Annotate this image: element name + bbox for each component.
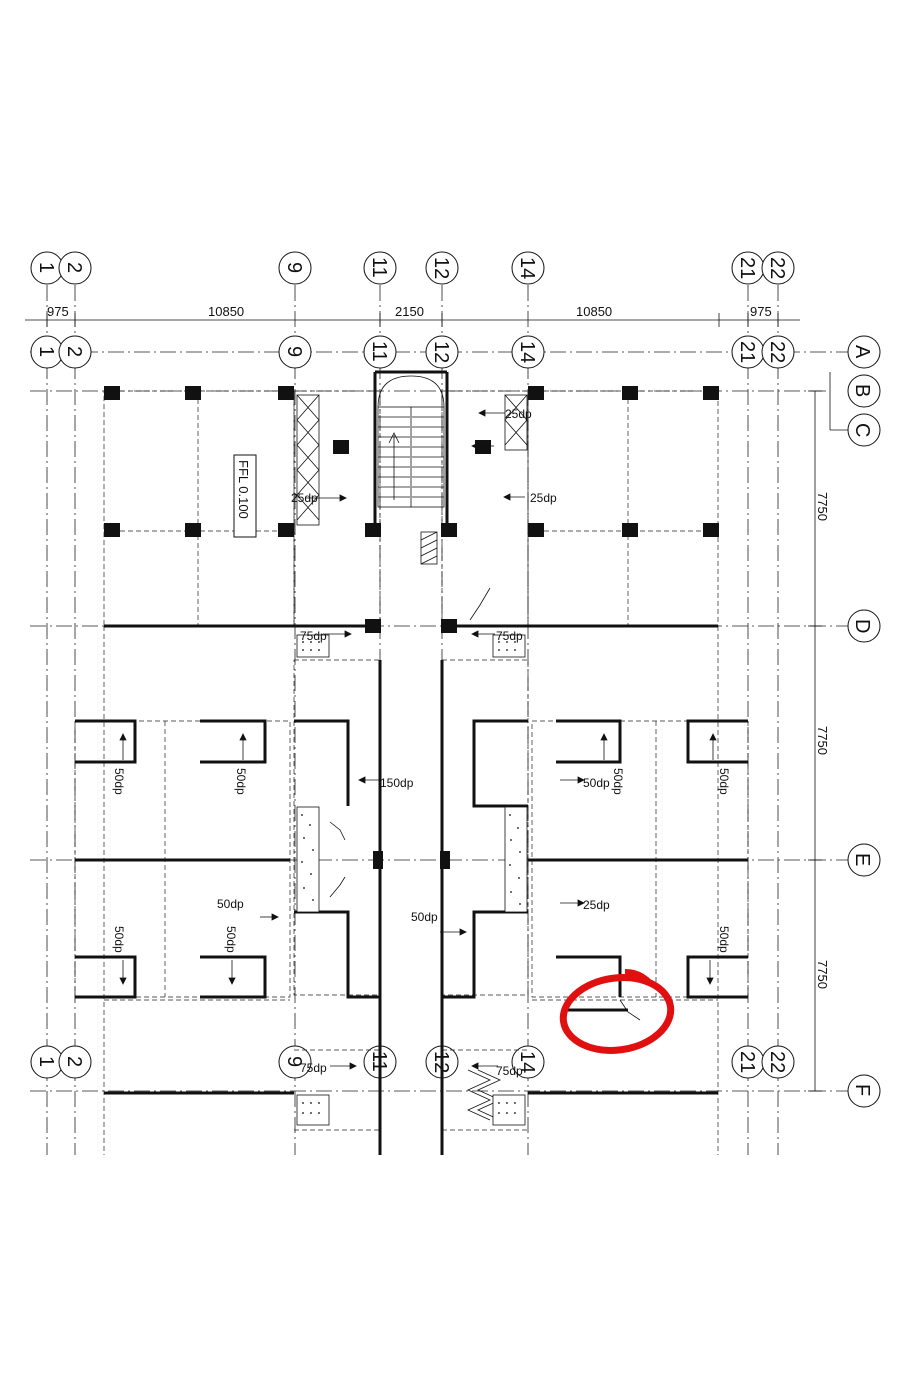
grid-top-label: 9 (283, 262, 305, 273)
drop-label: 25dp (530, 491, 557, 505)
drop-label: 50dp (234, 768, 248, 795)
walls (75, 370, 748, 1155)
grid-top-label: 21 (736, 257, 758, 279)
grid-mid-label: 14 (516, 341, 538, 363)
drop-label: 75dp (300, 629, 327, 643)
right-dimensions (808, 372, 848, 1092)
grid-mid-label: 11 (368, 341, 390, 362)
grid-mid-label: 2 (63, 346, 85, 357)
drop-label: 75dp (496, 629, 523, 643)
dim-top-5: 975 (750, 304, 772, 319)
grid-bubbles-right (847, 335, 881, 1108)
grid-top-label: 12 (430, 257, 452, 279)
dim-right-3: 7750 (815, 960, 830, 989)
drop-label: 75dp (496, 1064, 523, 1078)
hatched-shafts (296, 394, 528, 1121)
grid-right-label: B (851, 384, 873, 397)
grid-right-label: D (851, 619, 873, 633)
columns (104, 386, 719, 869)
grid-right-label: C (851, 423, 873, 437)
dim-right-2: 7750 (815, 726, 830, 755)
grid-bottom-label: 21 (736, 1051, 758, 1073)
drop-label: 50dp (411, 910, 438, 924)
grid-mid-label: 1 (35, 346, 57, 357)
grid-bottom-label: 9 (283, 1056, 305, 1067)
grid-mid-label: 21 (736, 341, 758, 363)
dim-right-1: 7750 (815, 492, 830, 521)
dotted-areas (296, 634, 528, 1126)
grid-right-label: F (851, 1084, 873, 1096)
leader-lines (329, 587, 641, 1021)
grid-mid-label: 12 (430, 341, 452, 363)
drop-label: 50dp (112, 926, 126, 953)
dots (301, 641, 521, 1114)
grid-right-label: E (851, 853, 873, 866)
top-dimensions (25, 313, 800, 327)
slope-arrows (119, 409, 717, 1070)
drop-label: 25dp (505, 407, 532, 421)
drop-label: 50dp (717, 768, 731, 795)
grid-bubbles-top (30, 251, 795, 285)
drop-label: 50dp (112, 768, 126, 795)
dim-top-2: 10850 (208, 304, 244, 319)
highlight-tail (624, 969, 653, 986)
grid-bottom-label: 22 (766, 1051, 788, 1073)
stair (377, 375, 445, 508)
drop-label: 50dp (217, 897, 244, 911)
grid-bubbles-bottom (30, 1045, 795, 1079)
dim-top-4: 10850 (576, 304, 612, 319)
grid-bottom-label: 14 (516, 1051, 538, 1073)
dim-top-1: 975 (47, 304, 69, 319)
drop-label: 50dp (224, 926, 238, 953)
drop-label: 25dp (291, 491, 318, 505)
drop-label: 50dp (583, 776, 610, 790)
dim-top-3: 2150 (395, 304, 424, 319)
grid-right-label: A (851, 345, 873, 359)
drop-label: 25dp (583, 898, 610, 912)
ffl-label-box (233, 454, 257, 538)
drop-label: 75dp (300, 1061, 327, 1075)
grid-bottom-label: 1 (35, 1056, 57, 1067)
drop-label: 50dp (717, 926, 731, 953)
floor-level-label: FFL 0.100 (236, 460, 251, 519)
grid-mid-label: 9 (283, 346, 305, 357)
grid-bubbles-mid (30, 335, 795, 369)
drop-label: 50dp (611, 768, 625, 795)
grid-top-label: 2 (63, 262, 85, 273)
highlight-circle (559, 974, 675, 1054)
grid-top-label: 11 (368, 257, 390, 278)
grid-top-label: 1 (35, 262, 57, 273)
grid-mid-label: 22 (766, 341, 788, 363)
drop-label: 150dp (380, 776, 414, 790)
grid-top-label: 14 (516, 257, 538, 279)
grid-top-label: 22 (766, 257, 788, 279)
grid-bottom-label: 2 (63, 1056, 85, 1067)
